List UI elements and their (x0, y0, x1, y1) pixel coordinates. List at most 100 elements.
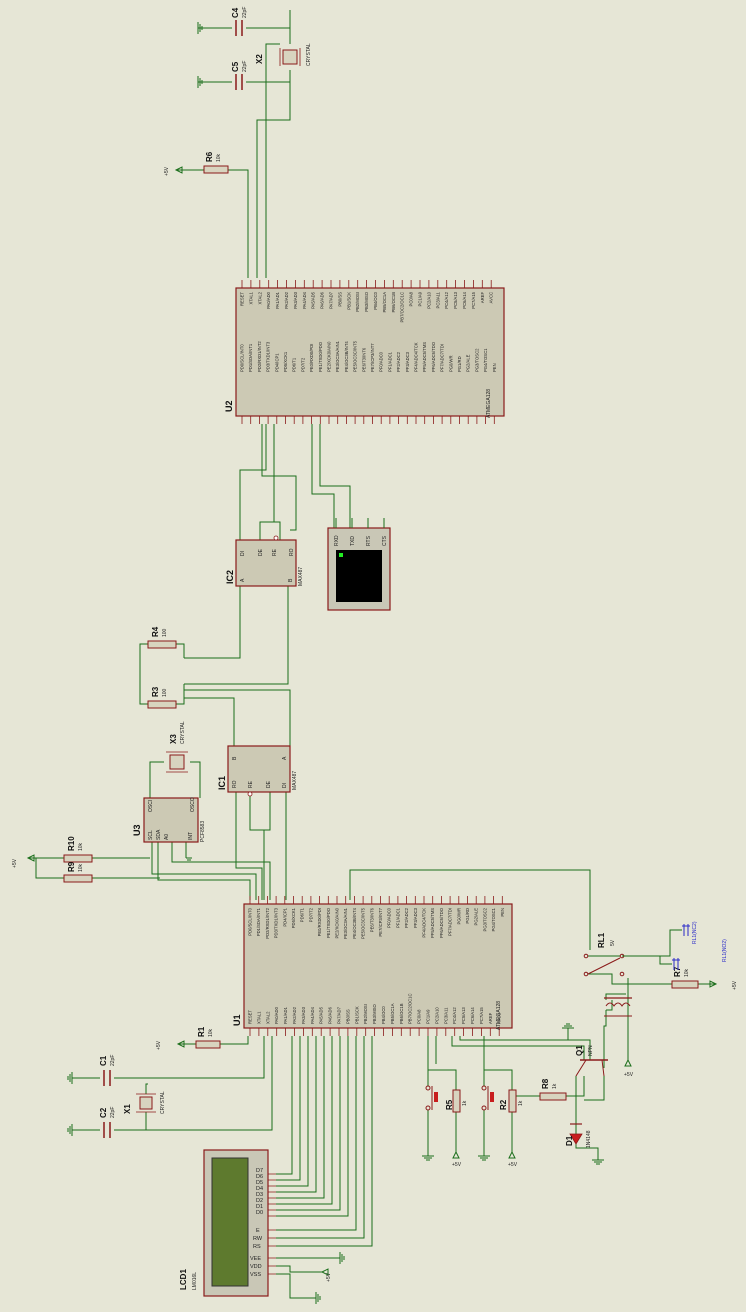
mcu-u1-pin-label: PB6/OC1B (399, 1003, 404, 1024)
mcu-u2-pin-label: PE7/ICP3/INT7 (370, 343, 375, 372)
mcu-u1-pin-label: PD6/T1 (300, 907, 305, 922)
terminal-pin-rts: RTS (366, 535, 372, 546)
r2-ref: R2 (499, 1099, 508, 1110)
transceiver-ic1: RO RE DE DI B A IC1 MAX487 (217, 745, 298, 797)
mcu-u1-pin-label: PB4/OC0 (381, 1006, 386, 1024)
u3-pin-int: INT (188, 832, 194, 840)
mcu-u2-body (235, 287, 505, 417)
mcu-u2-pin-label: PF1/ADC1 (387, 351, 392, 372)
ic1-pin-de: DE (266, 780, 272, 788)
q1-value: NPN (588, 1045, 594, 1056)
mcu-u2-pin-label: PC4/A12 (444, 291, 449, 308)
mcu-u1-pin-label: PE3/OC3A/AIN1 (343, 907, 348, 939)
r2-value: 1k (518, 1100, 524, 1106)
mcu-u1-ref: U1 (232, 1014, 242, 1026)
c4-value: 22pF (242, 7, 248, 18)
relay-value: 5V (610, 939, 616, 946)
power-label-r6: +5V (164, 166, 170, 176)
lcd-pin-d3: D3 (256, 1192, 263, 1198)
lcd-pin-rw: RW (253, 1236, 263, 1242)
u3-ref: U3 (132, 824, 142, 836)
lcd-pin-d0: D0 (256, 1210, 263, 1216)
mcu-u2-pin-label: PB2/MOSI (355, 292, 360, 312)
mcu-u1-pin-label: PC4/A12 (452, 1007, 457, 1024)
r6-ref: R6 (205, 151, 214, 162)
mcu-u1-pin-label: PC2/A10 (434, 1007, 439, 1024)
mcu-u2-pin-label: PF3/ADC3 (405, 351, 410, 372)
ic2-pin-b: B (288, 578, 294, 582)
x3-value: CRYSTAL (180, 721, 186, 744)
mcu-u2-pin-label: PEN (492, 363, 497, 372)
mcu-u2-pin-label: PE4/OC3B/INT4 (344, 341, 349, 372)
capacitor-c1: C1 22pF (99, 1055, 116, 1086)
mcu-u2-ref: U2 (224, 400, 234, 412)
crystal-x1: X1 CRYSTAL (123, 1091, 166, 1114)
ic1-pin-b: B (232, 756, 238, 760)
mcu-u2-pin-label: PG4/TOSC1 (483, 348, 488, 372)
r8-value: 1k (552, 1083, 558, 1089)
r5-value: 1k (462, 1100, 468, 1106)
mcu-u1-pin-label: PF3/ADC3 (413, 907, 418, 928)
mcu-u2-pin-label: PC1/A9 (418, 291, 423, 306)
mcu-u2-pin-label: PG0/WR (448, 355, 453, 372)
mcu-u2-pin-label: PE2/XCK0/AIN0 (327, 341, 332, 372)
mcu-u2-pin-label: PD6/T1 (292, 357, 297, 372)
ic2-body (235, 539, 297, 587)
wires (28, 10, 716, 1299)
ic1-pin-re: RE (248, 780, 254, 788)
mcu-u1-pin-label: PB3/MISO (372, 1003, 377, 1024)
mcu-u2-pin-label: PG2/ALE (466, 354, 471, 372)
power-label-r5: +5V (452, 1162, 462, 1168)
mcu-u2-pin-label: PE0/RXD0/PDI (309, 344, 314, 372)
ic1-pin-a: A (282, 756, 288, 760)
relay-output-nc2: RL1(NC2) (669, 921, 698, 948)
c2-ref: C2 (99, 1107, 108, 1118)
mcu-u2-part: ATMEGA128 (486, 389, 492, 418)
resistor-r4: R4 100 (147, 626, 177, 649)
mcu-u2-pin-label: RESET (240, 292, 245, 306)
ic1-pin-ro: RO (232, 780, 238, 788)
lcd-pin-d5: D5 (256, 1180, 263, 1186)
mcu-u1-body (243, 903, 513, 1029)
mcu-u1-pin-label: PA1/AD1 (283, 1006, 288, 1024)
lcd-pin-d1: D1 (256, 1204, 263, 1210)
mcu-u1-pin-label: PF0/ADC0 (387, 907, 392, 928)
mcu-u2-pin-label: PE6/T3/INT6 (361, 347, 366, 372)
power-label-r7: +5V (732, 980, 738, 990)
mcu-u1-pin-label: PG3/TOSC2 (482, 907, 487, 931)
q1-ref: Q1 (575, 1045, 584, 1056)
capacitor-c4: C4 22pF (231, 7, 248, 36)
pushbutton-left[interactable] (425, 1085, 438, 1111)
resistor-r6: R6 10k (203, 151, 229, 174)
mcu-u2-pin-label: PD4/ICP1 (274, 353, 279, 372)
ground-symbols (67, 22, 604, 1304)
x1-ref: X1 (123, 1104, 132, 1114)
resistor-r2: R2 1k (499, 1089, 524, 1113)
u3-pin-osco: OSCO (190, 797, 196, 812)
d1-ref: D1 (565, 1135, 574, 1146)
mcu-u1-pin-label: PA4/AD4 (310, 1006, 315, 1024)
mcu-u2-pin-label: PB1/SCK (346, 292, 351, 310)
r9-ref: R9 (67, 861, 76, 872)
mcu-u1-pin-label: PEN (500, 908, 505, 917)
mcu-u1-pin-label: PF5/ADC5/TMS (430, 908, 435, 938)
mcu-u2-pin-label: PF2/ADC2 (396, 351, 401, 372)
mcu-u2-pin-label: PG3/TOSC2 (474, 348, 479, 372)
mcu-u1-pin-label: XTAL1 (256, 1011, 261, 1024)
mcu-u2-pin-label: XTAL1 (248, 291, 253, 304)
c1-ref: C1 (99, 1055, 108, 1066)
resistor-r3: R3 100 (147, 686, 177, 709)
mcu-u2-pin-label: PD2/RXD1/INT2 (257, 341, 262, 372)
lcd-pin-d4: D4 (256, 1186, 263, 1192)
pushbutton-right[interactable] (481, 1085, 494, 1111)
r4-value: 100 (162, 628, 168, 637)
mcu-u1-pin-label: PA3/AD3 (301, 1006, 306, 1024)
mcu-u2-pin-label: PG1/RD (457, 356, 462, 372)
c2-value: 22pF (110, 1107, 116, 1118)
mcu-u2-pin-label: PD3/TXD1/INT3 (266, 341, 271, 372)
mcu-u2-pin-label: PD5/XCK1 (283, 351, 288, 372)
mcu-u1-pin-label: PC0/A8 (417, 1009, 422, 1024)
r10-ref: R10 (67, 836, 76, 851)
crystal-x2: X2 CRYSTAL (255, 43, 312, 66)
